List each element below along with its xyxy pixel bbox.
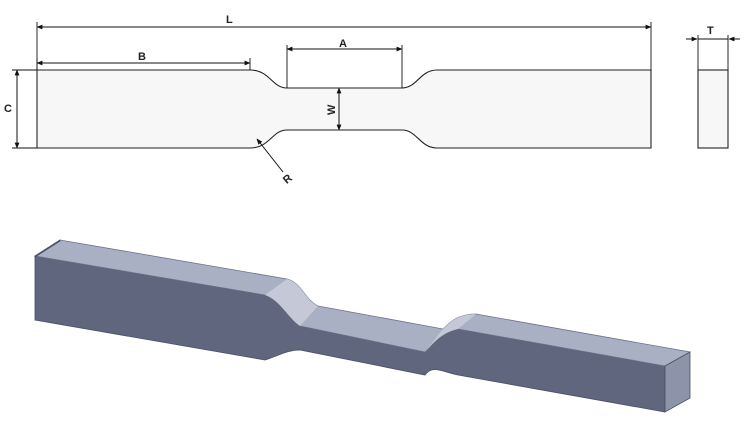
dimension-W: W [326,87,342,131]
label-W: W [326,104,338,115]
top-view-drawing: L B A C W R [4,14,652,187]
fillet-shade-left [265,279,318,326]
specimen-outline [36,69,652,149]
solid-left-end-face [34,239,61,258]
label-B: B [138,51,146,63]
end-view-rect [697,69,729,149]
label-T: T [707,25,714,37]
dimension-B: B [36,51,251,70]
label-A: A [339,38,347,50]
dimension-A: A [286,38,403,88]
dimension-R: R [256,138,295,187]
solid-end-face [664,351,691,413]
end-view-drawing: T [686,25,740,149]
fillet-shade-right [425,314,476,352]
label-R: R [281,172,295,186]
dimension-C: C [4,69,37,149]
label-L: L [226,14,233,26]
isometric-3d-specimen [33,239,692,413]
label-C: C [4,103,12,115]
